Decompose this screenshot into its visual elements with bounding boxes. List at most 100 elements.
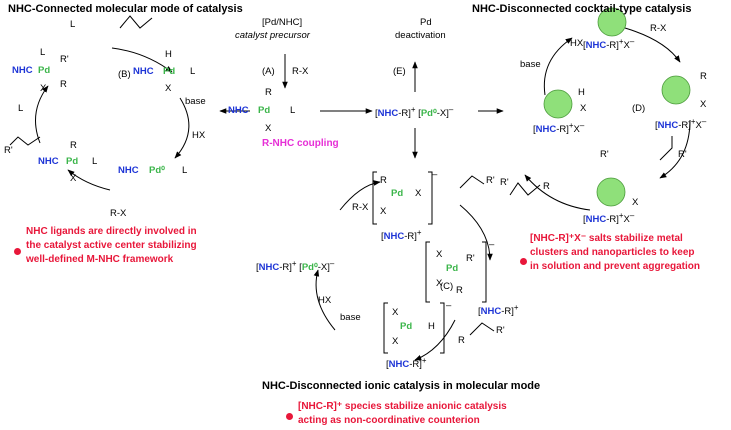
b-br-pd0: Pd⁰ bbox=[149, 165, 165, 176]
center-complex-nhc: NHC bbox=[228, 105, 249, 116]
d-base: base bbox=[520, 59, 541, 70]
c-top-x: X bbox=[415, 188, 422, 199]
d-alkene-r: R bbox=[543, 181, 550, 192]
b-bl-r: R bbox=[70, 140, 77, 151]
arrow-d-top bbox=[624, 27, 681, 63]
b-tr-nhc: NHC bbox=[133, 66, 154, 77]
c-bot-x: X bbox=[392, 307, 399, 318]
cycle-b-label: (B) bbox=[118, 69, 131, 80]
center-complex-x: X bbox=[265, 123, 272, 134]
alkene-b-top bbox=[119, 15, 153, 29]
alkene-d-right bbox=[659, 136, 673, 161]
b-left-rp: R' bbox=[4, 145, 13, 156]
d-left-x: X bbox=[580, 103, 587, 114]
step-e-label: (E) bbox=[393, 66, 406, 77]
d-bottom-nhc: NHC bbox=[585, 214, 607, 226]
c-top-r: R bbox=[380, 175, 387, 186]
c-bot-pd: Pd bbox=[400, 321, 413, 332]
d-bottom-rp: R' bbox=[600, 149, 609, 160]
b-hx: HX bbox=[192, 130, 206, 141]
c-right-cation: [NHC-R]+ bbox=[478, 303, 519, 318]
c-top-cation-nhc: NHC bbox=[383, 231, 405, 243]
c-top-pd: Pd bbox=[391, 188, 404, 199]
ionic-nhc: NHC bbox=[377, 108, 399, 120]
pd-deactivation-1: Pd bbox=[420, 17, 432, 28]
b-tl-r: R bbox=[60, 79, 67, 90]
note-left-line1: NHC ligands are directly involved in bbox=[26, 226, 197, 237]
precursor-line1: [Pd/NHC] bbox=[262, 17, 303, 28]
cluster-right bbox=[661, 75, 691, 105]
c-left-nhc: NHC bbox=[258, 262, 280, 274]
b-tl-l: L bbox=[40, 47, 46, 58]
b-tl-nhc: NHC bbox=[12, 65, 33, 76]
b-top-l: L bbox=[70, 19, 76, 30]
cycle-c-label: (C) bbox=[440, 281, 454, 292]
c-right-r: R bbox=[456, 285, 463, 296]
b-bl-x: X bbox=[70, 173, 77, 184]
d-bottom-cation: [NHC-R]+X– bbox=[583, 211, 635, 226]
d-left-cation: [NHC-R]+X– bbox=[533, 121, 585, 136]
d-right-cation: [NHC-R]+X– bbox=[655, 117, 707, 132]
note-right-line3: in solution and prevent aggregation bbox=[530, 261, 701, 272]
cluster-left bbox=[543, 89, 573, 119]
precursor-line2: catalyst precursor bbox=[235, 30, 310, 41]
c-right-x2: X bbox=[436, 278, 443, 289]
d-top-cation: [NHC-R]+X– bbox=[583, 37, 635, 52]
step-a-label: (A) bbox=[262, 66, 275, 77]
cluster-top bbox=[597, 7, 627, 37]
arrow-c-right bbox=[459, 204, 493, 261]
center-complex-r: R bbox=[265, 87, 272, 98]
arrow-d-bottom bbox=[524, 174, 591, 211]
ionic-pd0: Pd⁰ bbox=[420, 108, 437, 120]
alkene-b-left bbox=[9, 136, 41, 146]
b-tl-rp: R' bbox=[60, 54, 69, 65]
c-base: base bbox=[340, 312, 361, 323]
d-alkene-rp: R' bbox=[500, 177, 509, 188]
alkene-c-bottom bbox=[469, 322, 495, 336]
c-alkene-rp2: R' bbox=[496, 325, 505, 336]
rnhc-coupling-label: R-NHC coupling bbox=[262, 138, 339, 149]
arrow-b-left bbox=[35, 85, 49, 144]
note-left-line3: well-defined M-NHC framework bbox=[26, 254, 174, 265]
d-right-r: R bbox=[700, 71, 707, 82]
note-left-line2: the catalyst active center stabilizing bbox=[26, 240, 197, 251]
b-rx: R-X bbox=[110, 208, 127, 219]
b-tr-h: H bbox=[165, 49, 172, 60]
cycle-d-label: (D) bbox=[632, 103, 646, 114]
b-tr-l: L bbox=[190, 66, 196, 77]
d-right-nhc: NHC bbox=[657, 120, 679, 132]
d-left-h: H bbox=[578, 87, 585, 98]
b-br-l: L bbox=[182, 165, 188, 176]
d-left-nhc: NHC bbox=[535, 124, 557, 136]
note-bottom-line2: acting as non-coordinative counterion bbox=[298, 415, 480, 426]
b-tr-pd: Pd bbox=[163, 66, 176, 77]
note-bottom-bullet bbox=[286, 413, 293, 420]
note-right-line2: clusters and nanoparticles to keep bbox=[530, 247, 695, 258]
arrow-b-right bbox=[174, 97, 190, 159]
c-right-rp: R' bbox=[466, 253, 475, 264]
arrow-c-top bbox=[339, 180, 381, 211]
d-rx: R-X bbox=[650, 23, 667, 34]
b-tl-pd: Pd bbox=[38, 65, 51, 76]
pd-deactivation-2: deactivation bbox=[395, 30, 446, 41]
note-right-line1: [NHC-R]⁺X⁻ salts stabilize metal bbox=[530, 233, 683, 244]
b-bl-l: L bbox=[92, 156, 98, 167]
c-bot-minus: – bbox=[446, 300, 452, 311]
d-bottom-x: X bbox=[632, 197, 639, 208]
note-right-bullet bbox=[520, 258, 527, 265]
center-complex-l: L bbox=[290, 105, 296, 116]
note-left-bullet bbox=[14, 248, 21, 255]
c-rx: R-X bbox=[352, 202, 369, 213]
b-br-nhc: NHC bbox=[118, 165, 139, 176]
heading-molecular-mode: NHC-Connected molecular mode of catalysi… bbox=[8, 3, 243, 15]
c-top-minus: – bbox=[432, 169, 438, 180]
c-hx: HX bbox=[318, 295, 332, 306]
b-tr-x: X bbox=[165, 83, 172, 94]
c-bot-h: H bbox=[428, 321, 435, 332]
nanoparticle-clusters bbox=[543, 7, 691, 207]
d-right-x: X bbox=[700, 99, 707, 110]
cluster-bottom bbox=[596, 177, 626, 207]
b-left-l: L bbox=[18, 103, 24, 114]
rx-label: R-X bbox=[292, 66, 309, 77]
